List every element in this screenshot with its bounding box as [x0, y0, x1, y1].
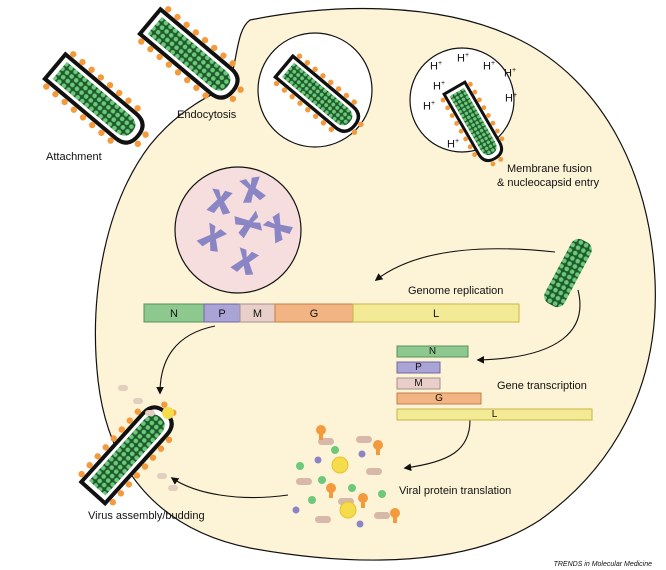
transcript-l	[396, 408, 593, 421]
label-endocytosis: Endocytosis	[177, 109, 237, 121]
transcript-g	[396, 392, 482, 405]
label-virus-assembly: Virus assembly/budding	[88, 510, 205, 522]
proton-4: H+	[504, 67, 517, 80]
proton-3: H+	[483, 60, 496, 73]
transcript-label-m: M	[414, 378, 423, 389]
transcript-label-p: P	[415, 362, 422, 373]
proton-5: H+	[433, 80, 446, 93]
nucleocapsid	[544, 238, 592, 308]
transcript-label-l: L	[491, 409, 498, 420]
arrow-to-replication	[374, 248, 556, 281]
nucleus	[174, 166, 302, 294]
proton-7: H+	[423, 100, 436, 113]
genome-label-g: G	[309, 308, 319, 320]
label-membrane-fusion-1: Membrane fusion	[507, 163, 592, 175]
transcript-p	[396, 361, 441, 374]
journal-credit: TRENDS in Molecular Medicine	[553, 561, 652, 568]
genome-label-p: P	[218, 308, 226, 320]
proton-2: H+	[457, 52, 470, 65]
proton-6: H+	[505, 92, 518, 105]
label-genome-replication: Genome replication	[408, 285, 504, 297]
label-gene-transcription: Gene transcription	[497, 380, 587, 392]
genome-label-m: M	[252, 308, 263, 320]
arrow-to-translation	[403, 419, 471, 472]
arrow-to-budding	[170, 477, 289, 499]
genome-label-n: N	[170, 308, 178, 320]
proton-8: H+	[447, 138, 460, 151]
transcript-label-n: N	[428, 346, 437, 357]
label-membrane-fusion-2: & nucleocapsid entry	[497, 177, 600, 189]
genome-label-l: L	[432, 308, 440, 320]
arrow-to-transcription	[476, 289, 581, 364]
transcript-label-g: G	[435, 393, 443, 404]
transcript-n	[396, 345, 469, 358]
attaching-virion	[37, 46, 162, 162]
viral-protein-cluster	[292, 425, 400, 528]
genome-segment-l	[352, 303, 520, 323]
label-attachment: Attachment	[46, 151, 102, 163]
transcript-m	[396, 377, 441, 390]
budding-components	[118, 385, 178, 491]
label-viral-protein-translation: Viral protein translation	[399, 485, 512, 497]
host-cell	[94, 7, 656, 561]
proton-1: H+	[430, 60, 443, 73]
arrow-to-assembly	[156, 325, 216, 395]
